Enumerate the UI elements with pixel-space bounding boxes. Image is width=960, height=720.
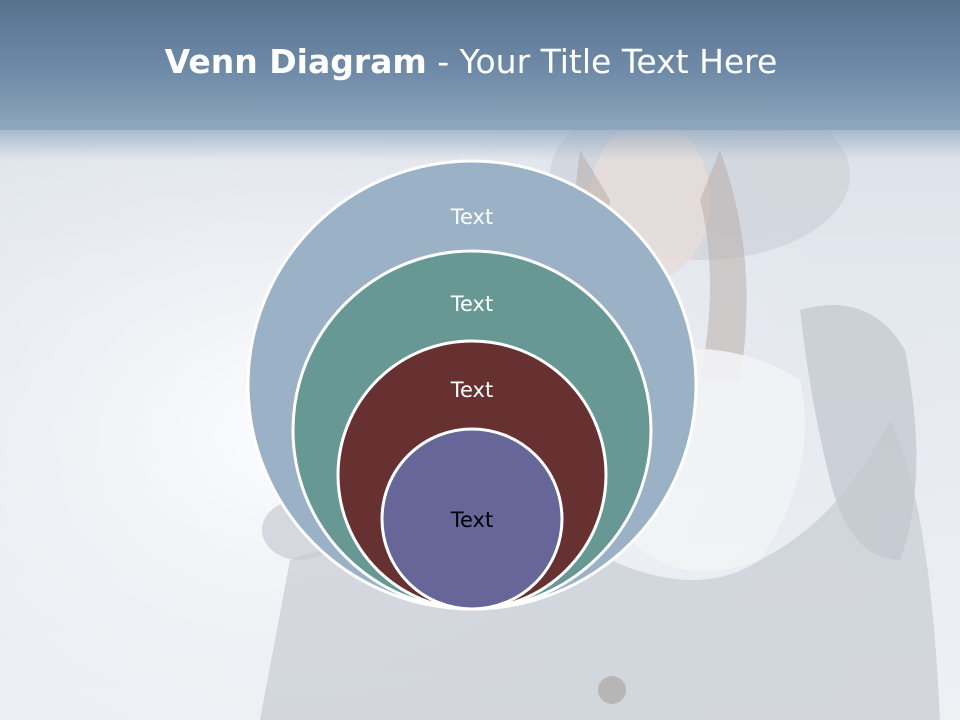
slide-title: Venn Diagram - Your Title Text Here bbox=[0, 40, 942, 84]
ring-outer-label: Text bbox=[450, 205, 493, 229]
title-banner bbox=[0, 0, 960, 130]
title-rest: - Your Title Text Here bbox=[426, 42, 778, 81]
ring-second-label: Text bbox=[450, 292, 493, 316]
ring-third-label: Text bbox=[450, 378, 493, 402]
banner-fade bbox=[0, 120, 960, 160]
title-bold: Venn Diagram bbox=[164, 42, 427, 81]
ring-inner[interactable]: Text bbox=[380, 427, 564, 611]
ring-inner-shape bbox=[380, 427, 564, 611]
ring-inner-label: Text bbox=[450, 508, 493, 532]
